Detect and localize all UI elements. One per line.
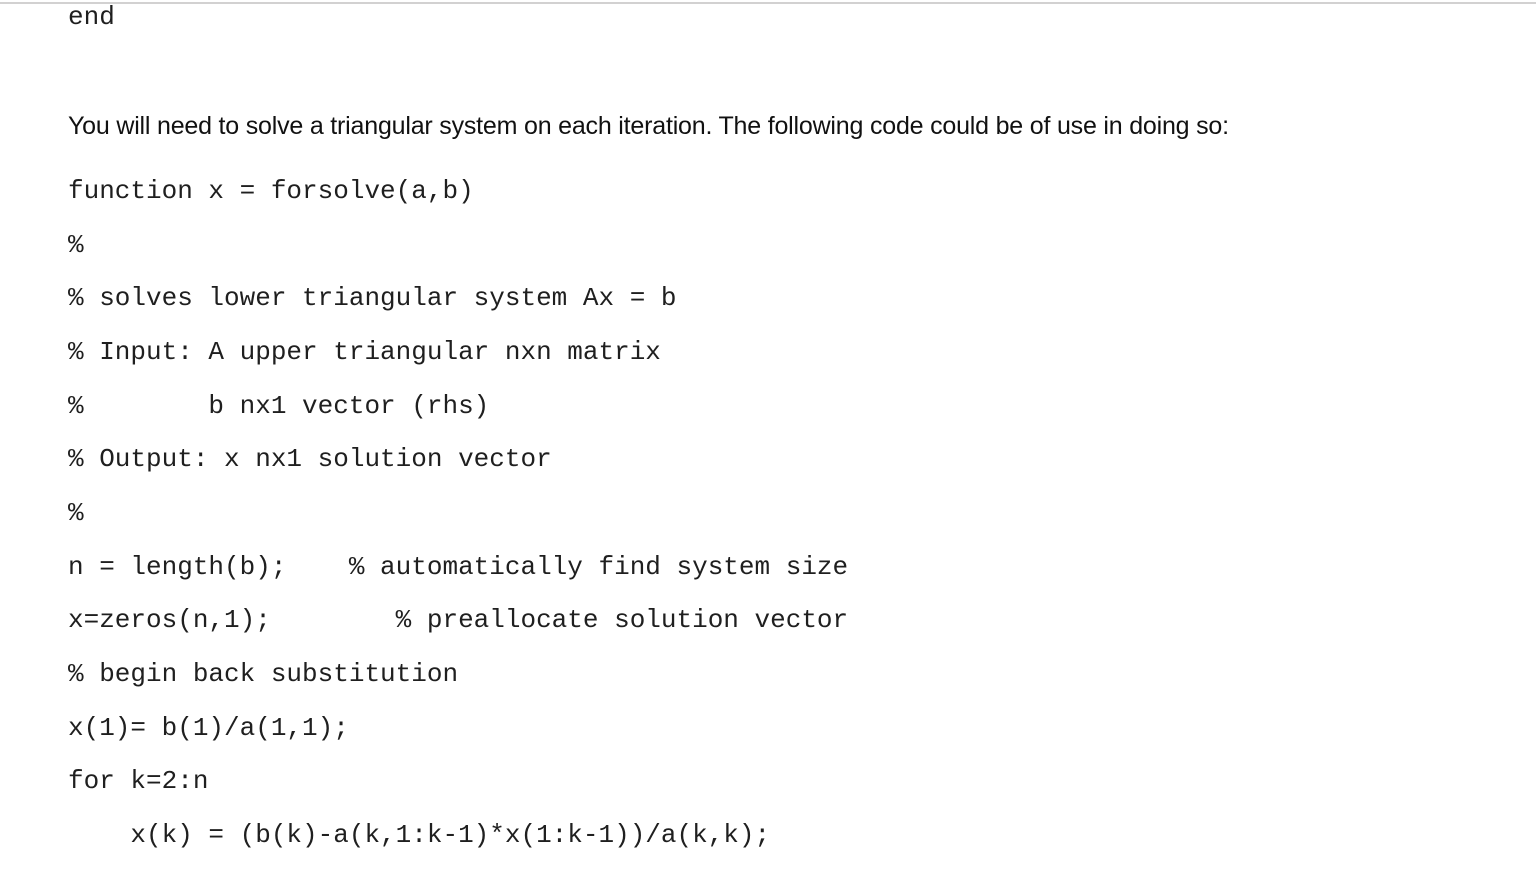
code-line-comment-input-b: % b nx1 vector (rhs): [68, 390, 490, 421]
code-line-comment-solves: % solves lower triangular system Ax = b: [68, 283, 677, 314]
code-end-keyword: end: [68, 2, 115, 32]
instruction-paragraph: You will need to solve a triangular syst…: [68, 112, 1229, 140]
code-line-comment-blank: %: [68, 229, 84, 260]
code-line-x1: x(1)= b(1)/a(1,1);: [68, 712, 349, 743]
code-line-comment-output: % Output: x nx1 solution vector: [68, 444, 552, 475]
code-line-comment-begin: % begin back substitution: [68, 658, 459, 689]
code-line-zeros: x=zeros(n,1); % preallocate solution vec…: [68, 605, 849, 636]
code-line-xk: x(k) = (b(k)-a(k,1:k-1)*x(1:k-1))/a(k,k)…: [68, 819, 771, 850]
code-line-length: n = length(b); % automatically find syst…: [68, 551, 849, 582]
code-line-comment-input: % Input: A upper triangular nxn matrix: [68, 336, 661, 367]
code-block: function x = forsolve(a,b) % % solves lo…: [68, 165, 1536, 863]
code-line-comment-blank-2: %: [68, 497, 84, 528]
page-top-rule: [0, 2, 1536, 4]
code-line-function-signature: function x = forsolve(a,b): [68, 176, 474, 206]
code-line-for: for k=2:n: [68, 766, 209, 797]
